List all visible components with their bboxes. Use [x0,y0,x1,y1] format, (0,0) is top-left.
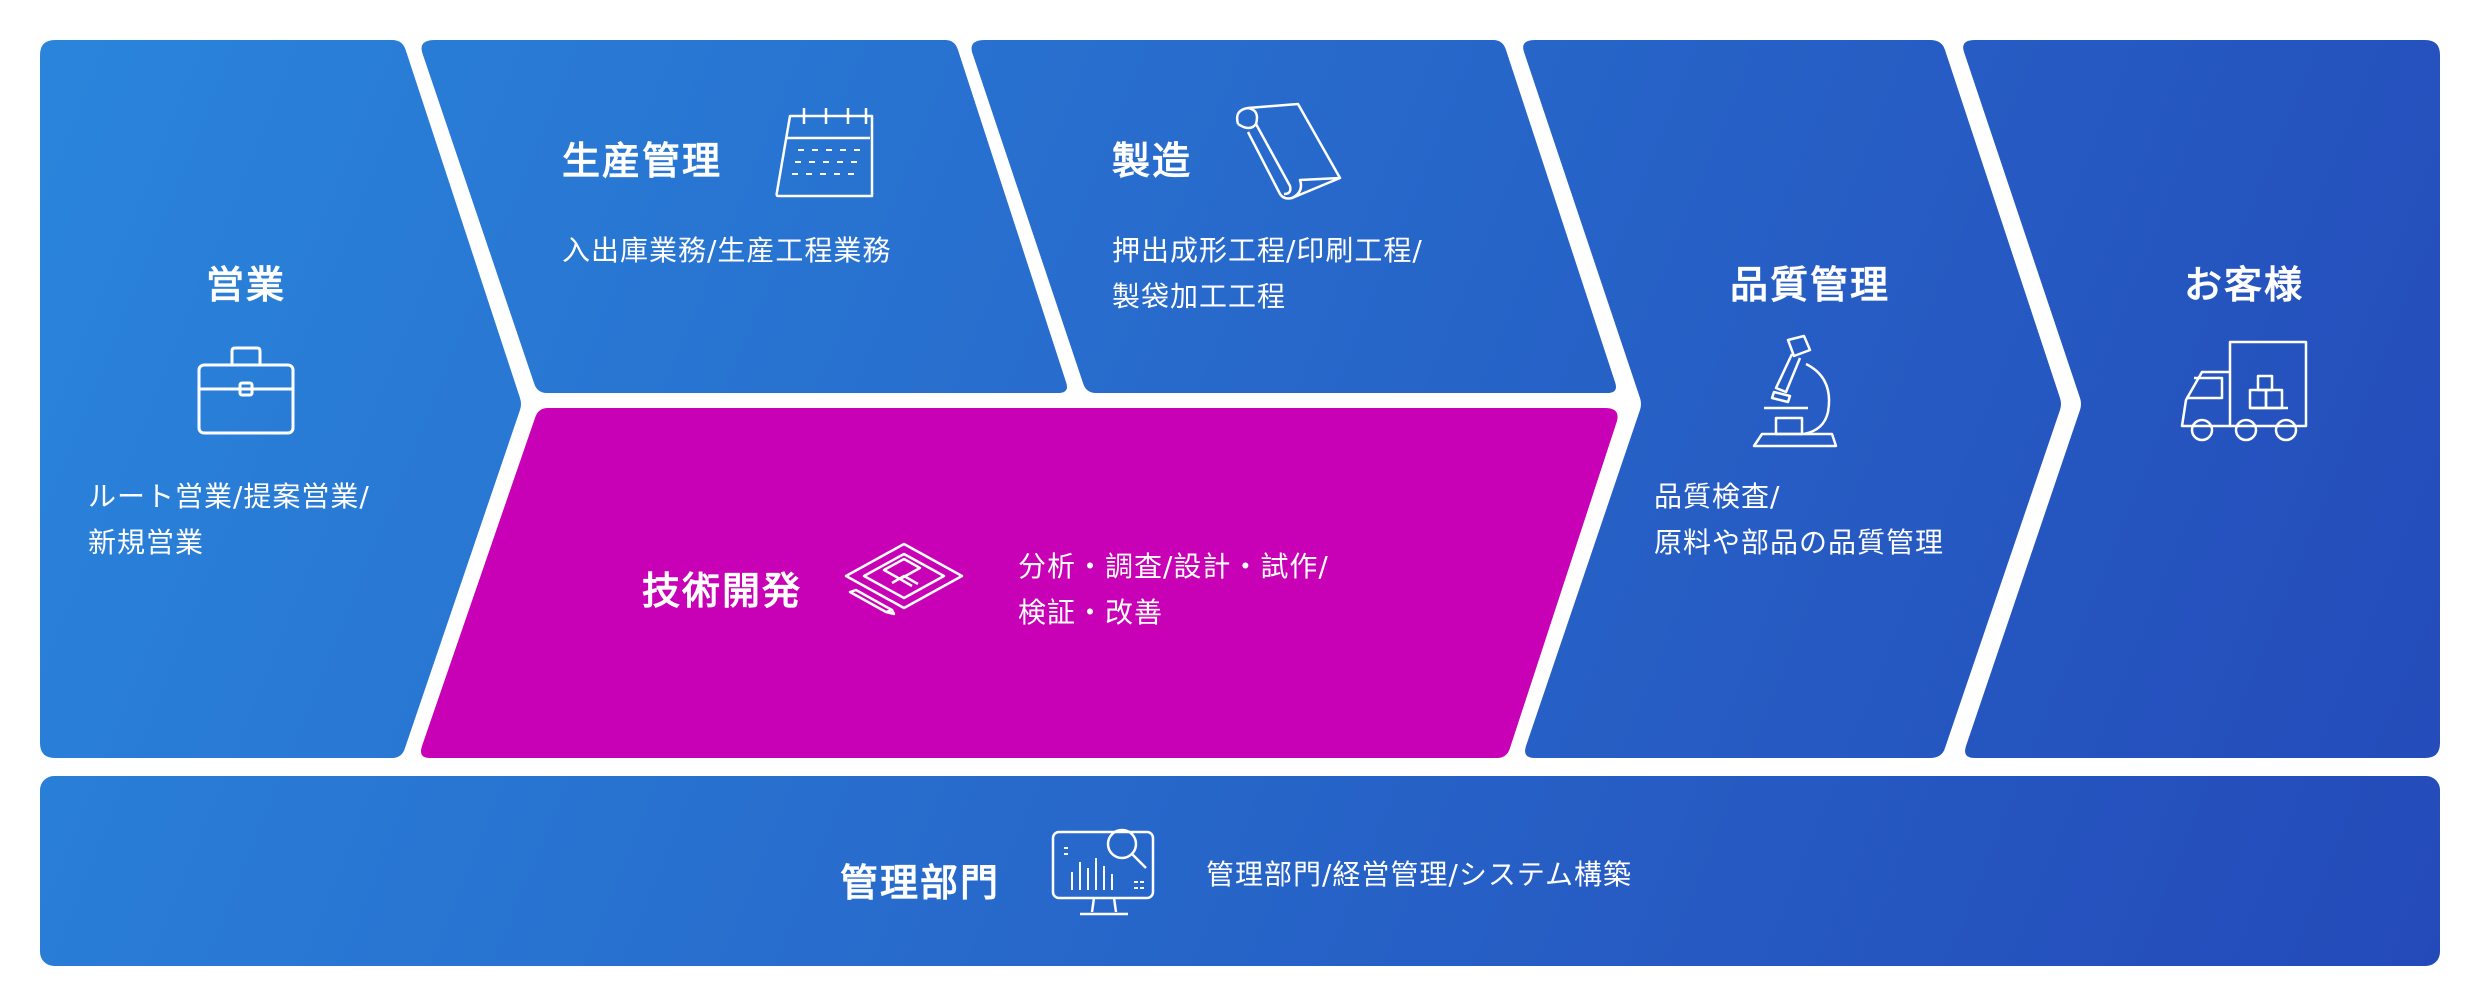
step-quality-management-desc-line1: 品質検査/ [1654,480,1781,513]
step-production-management-title: 生産管理 [562,139,723,183]
step-tech-development-shape [421,408,1618,758]
step-manufacturing-title: 製造 [1112,139,1193,183]
step-manufacturing-desc-line2: 製袋加工工程 [1112,280,1287,313]
step-sales-desc-line1: ルート営業/提案営業/ [88,480,370,513]
monitor-analytics-icon [1050,822,1158,922]
blueprint-icon [842,540,966,616]
step-production-management-desc: 入出庫業務/生産工程業務 [562,234,892,267]
microscope-icon [1748,334,1840,452]
step-sales-desc-line2: 新規営業 [88,526,205,559]
step-sales-shape [40,40,521,758]
step-quality-management-shape [1523,40,2061,758]
step-quality-management-desc-line2: 原料や部品の品質管理 [1654,526,1945,559]
scroll-icon [1232,102,1348,202]
calendar-icon [774,104,878,200]
step-sales-title: 営業 [205,263,287,307]
step-quality-management-title: 品質管理 [1729,263,1891,307]
admin-desc: 管理部門/経営管理/システム構築 [1206,858,1633,891]
step-manufacturing-shape [971,40,1616,393]
step-manufacturing-desc-line1: 押出成形工程/印刷工程/ [1112,234,1423,267]
briefcase-icon [196,345,296,437]
step-production-management-shape [421,40,1067,393]
admin-bar-shape [40,776,2440,966]
admin-title: 管理部門 [840,861,1001,905]
step-tech-development-desc-line1: 分析・調査/設計・試作/ [1018,550,1329,583]
delivery-truck-icon [2180,338,2310,444]
step-customer-title: お客様 [2183,263,2305,307]
step-tech-development-title: 技術開発 [642,569,803,613]
step-tech-development-desc-line2: 検証・改善 [1018,596,1164,629]
